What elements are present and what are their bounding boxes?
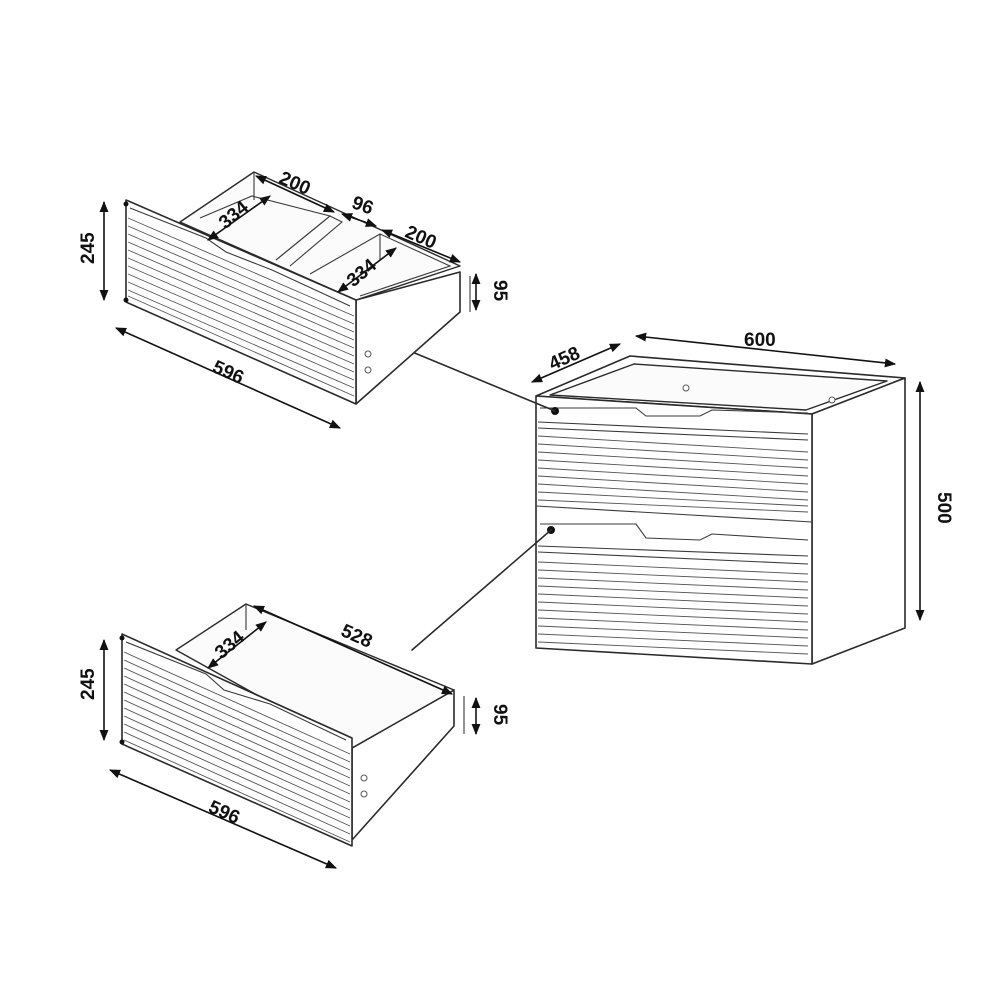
- cabinet-depth-arrow: [530, 343, 622, 383]
- cabinet-width-label: 600: [744, 330, 776, 351]
- cabinet-mount-hole-left: [682, 384, 690, 392]
- top-divider-label: 96: [349, 192, 376, 219]
- upper-drawer-leader: [387, 341, 556, 412]
- bottom-drawer-width-label: 596: [205, 797, 243, 829]
- lower-drawer-leader: [411, 529, 552, 651]
- cabinet-depth-label: 458: [546, 343, 584, 375]
- cabinet-side: [811, 377, 906, 665]
- top-drawer: [123, 171, 471, 405]
- cabinet-height-label: 500: [933, 492, 954, 524]
- bottom-drawer: [119, 603, 465, 847]
- top-drawer-divider: [275, 215, 343, 267]
- cabinet-mount-hole-right: [828, 396, 836, 404]
- cabinet-upper-drawer: [535, 407, 813, 523]
- cabinet-width-arrow: [634, 332, 897, 368]
- top-drawer-inner-height-label: 95: [489, 280, 510, 302]
- bottom-drawer-inner-height-label: 95: [489, 704, 510, 726]
- cabinet-lower-drawer: [537, 523, 809, 655]
- bottom-drawer-height-label: 245: [78, 668, 99, 700]
- top-drawer-height-label: 245: [78, 232, 99, 264]
- cabinet: [535, 355, 906, 665]
